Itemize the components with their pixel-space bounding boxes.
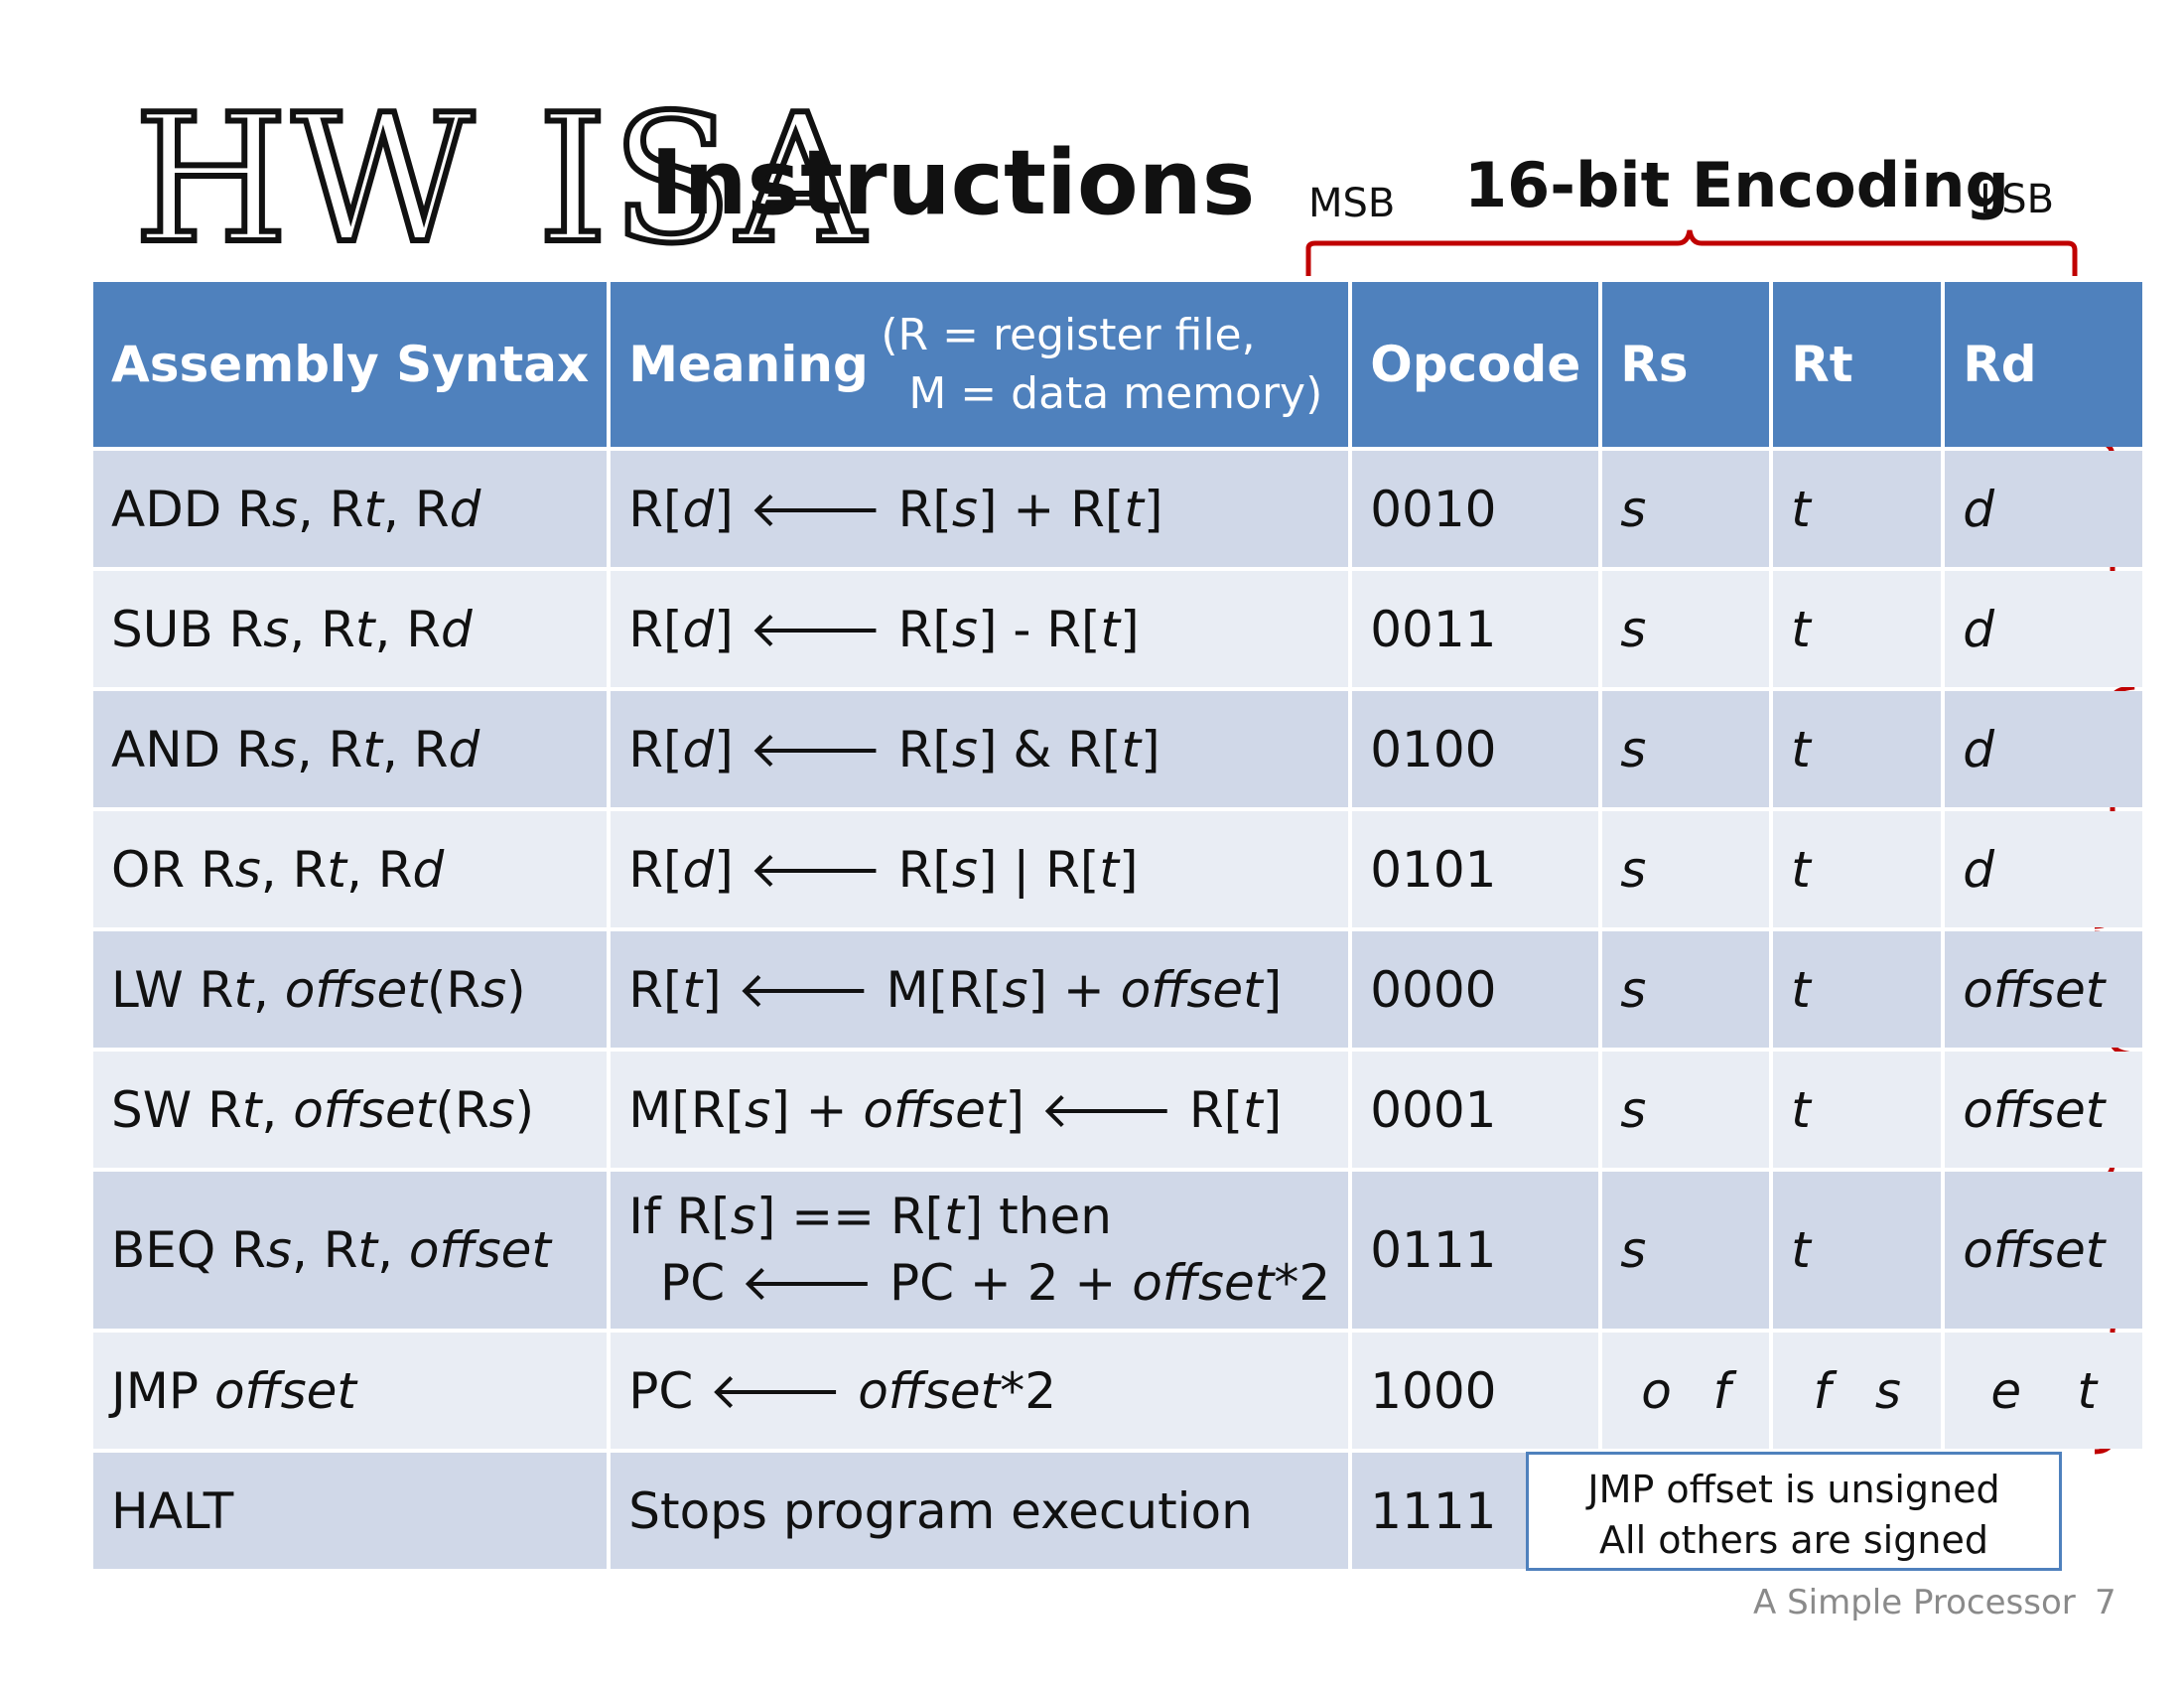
rs-cell: s [1602,691,1770,807]
table-row: AND Rs, Rt, Rd R[d] 🡐 R[s] & R[t] 0100 s… [93,691,2143,807]
encoding-title: 16-bit Encoding [1464,149,2009,221]
assembly-cell: ADD Rs, Rt, Rd [93,451,608,567]
rt-cell: t [1773,571,1942,687]
assembly-cell: LW Rt, offset(Rs) [93,931,608,1048]
meaning-cell: PC 🡐 offset*2 [611,1333,1349,1449]
col-header-rs: Rs [1602,282,1770,447]
assembly-cell: AND Rs, Rt, Rd [93,691,608,807]
isa-table: Assembly Syntax Meaning (R = register fi… [89,278,2146,1573]
col-header-rd: Rd [1945,282,2143,447]
assembly-cell: OR Rs, Rt, Rd [93,811,608,927]
page-title: Instructions [650,131,1256,235]
assembly-cell: HALT [93,1453,608,1569]
meaning-cell: If R[s] == R[t] then PC 🡐 PC + 2 + offse… [611,1172,1349,1329]
meaning-cell: R[d] 🡐 R[s] + R[t] [611,451,1349,567]
rd-cell: offset [1945,931,2143,1048]
rd-cell: offset [1945,1052,2143,1168]
meaning-cell: R[d] 🡐 R[s] & R[t] [611,691,1349,807]
meaning-cell: R[d] 🡐 R[s] - R[t] [611,571,1349,687]
assembly-cell: JMP offset [93,1333,608,1449]
signedness-note: JMP offset is unsigned All others are si… [1526,1452,2062,1571]
opcode-cell: 0011 [1352,571,1599,687]
assembly-cell: SW Rt, offset(Rs) [93,1052,608,1168]
opcode-cell: 1000 [1352,1333,1599,1449]
table-row: OR Rs, Rt, Rd R[d] 🡐 R[s] | R[t] 0101 s … [93,811,2143,927]
table-row: LW Rt, offset(Rs) R[t] 🡐 M[R[s] + offset… [93,931,2143,1048]
note-line-2: All others are signed [1599,1518,1988,1563]
opcode-cell: 0001 [1352,1052,1599,1168]
table-row: ADD Rs, Rt, Rd R[d] 🡐 R[s] + R[t] 0010 s… [93,451,2143,567]
table-header-row: Assembly Syntax Meaning (R = register fi… [93,282,2143,447]
meaning-note-line2: M = data memory) [908,368,1323,419]
opcode-cell: 0100 [1352,691,1599,807]
meaning-cell: R[t] 🡐 M[R[s] + offset] [611,931,1349,1048]
opcode-cell: 0010 [1352,451,1599,567]
rd-cell: d [1945,691,2143,807]
rs-cell: s [1602,451,1770,567]
msb-label: MSB [1308,181,1396,226]
table-row: BEQ Rs, Rt, offset If R[s] == R[t] then … [93,1172,2143,1329]
col-header-rt: Rt [1773,282,1942,447]
meaning-note: (R = register file, M = data memory) [881,306,1330,424]
encoding-top-brace [1305,229,2078,276]
rs-cell: s [1602,1172,1770,1329]
table-row: SUB Rs, Rt, Rd R[d] 🡐 R[s] - R[t] 0011 s… [93,571,2143,687]
rd-cell: d [1945,811,2143,927]
assembly-cell: BEQ Rs, Rt, offset [93,1172,608,1329]
meaning-cell: R[d] 🡐 R[s] | R[t] [611,811,1349,927]
rd-cell: d [1945,571,2143,687]
meaning-cell: M[R[s] + offset] 🡐 R[t] [611,1052,1349,1168]
note-line-1: JMP offset is unsigned [1587,1468,2000,1511]
rs-cell: s [1602,931,1770,1048]
opcode-cell: 0000 [1352,931,1599,1048]
hw-isa-logo: HW ISA [131,76,869,282]
rt-cell: t [1773,811,1942,927]
lsb-label: LSB [1979,177,2055,222]
rt-cell: t [1773,451,1942,567]
rt-cell: t [1773,1052,1942,1168]
footer-label: A Simple Processor [1753,1583,2076,1622]
col-header-meaning: Meaning (R = register file, M = data mem… [611,282,1349,447]
opcode-cell: 0111 [1352,1172,1599,1329]
rs-cell: s [1602,811,1770,927]
assembly-cell: SUB Rs, Rt, Rd [93,571,608,687]
opcode-cell: 0101 [1352,811,1599,927]
rs-cell: s [1602,1052,1770,1168]
meaning-label: Meaning [628,336,869,393]
rt-cell: t [1773,931,1942,1048]
rt-cell: t [1773,691,1942,807]
rs-cell: s [1602,571,1770,687]
col-header-assembly: Assembly Syntax [93,282,608,447]
rd-cell: offset [1945,1172,2143,1329]
rd-cell: d [1945,451,2143,567]
meaning-cell: Stops program execution [611,1453,1349,1569]
meaning-note-line1: (R = register file, [881,309,1256,360]
table-row: SW Rt, offset(Rs) M[R[s] + offset] 🡐 R[t… [93,1052,2143,1168]
col-header-opcode: Opcode [1352,282,1599,447]
rt-cell: t [1773,1172,1942,1329]
page-number: 7 [2095,1583,2116,1622]
